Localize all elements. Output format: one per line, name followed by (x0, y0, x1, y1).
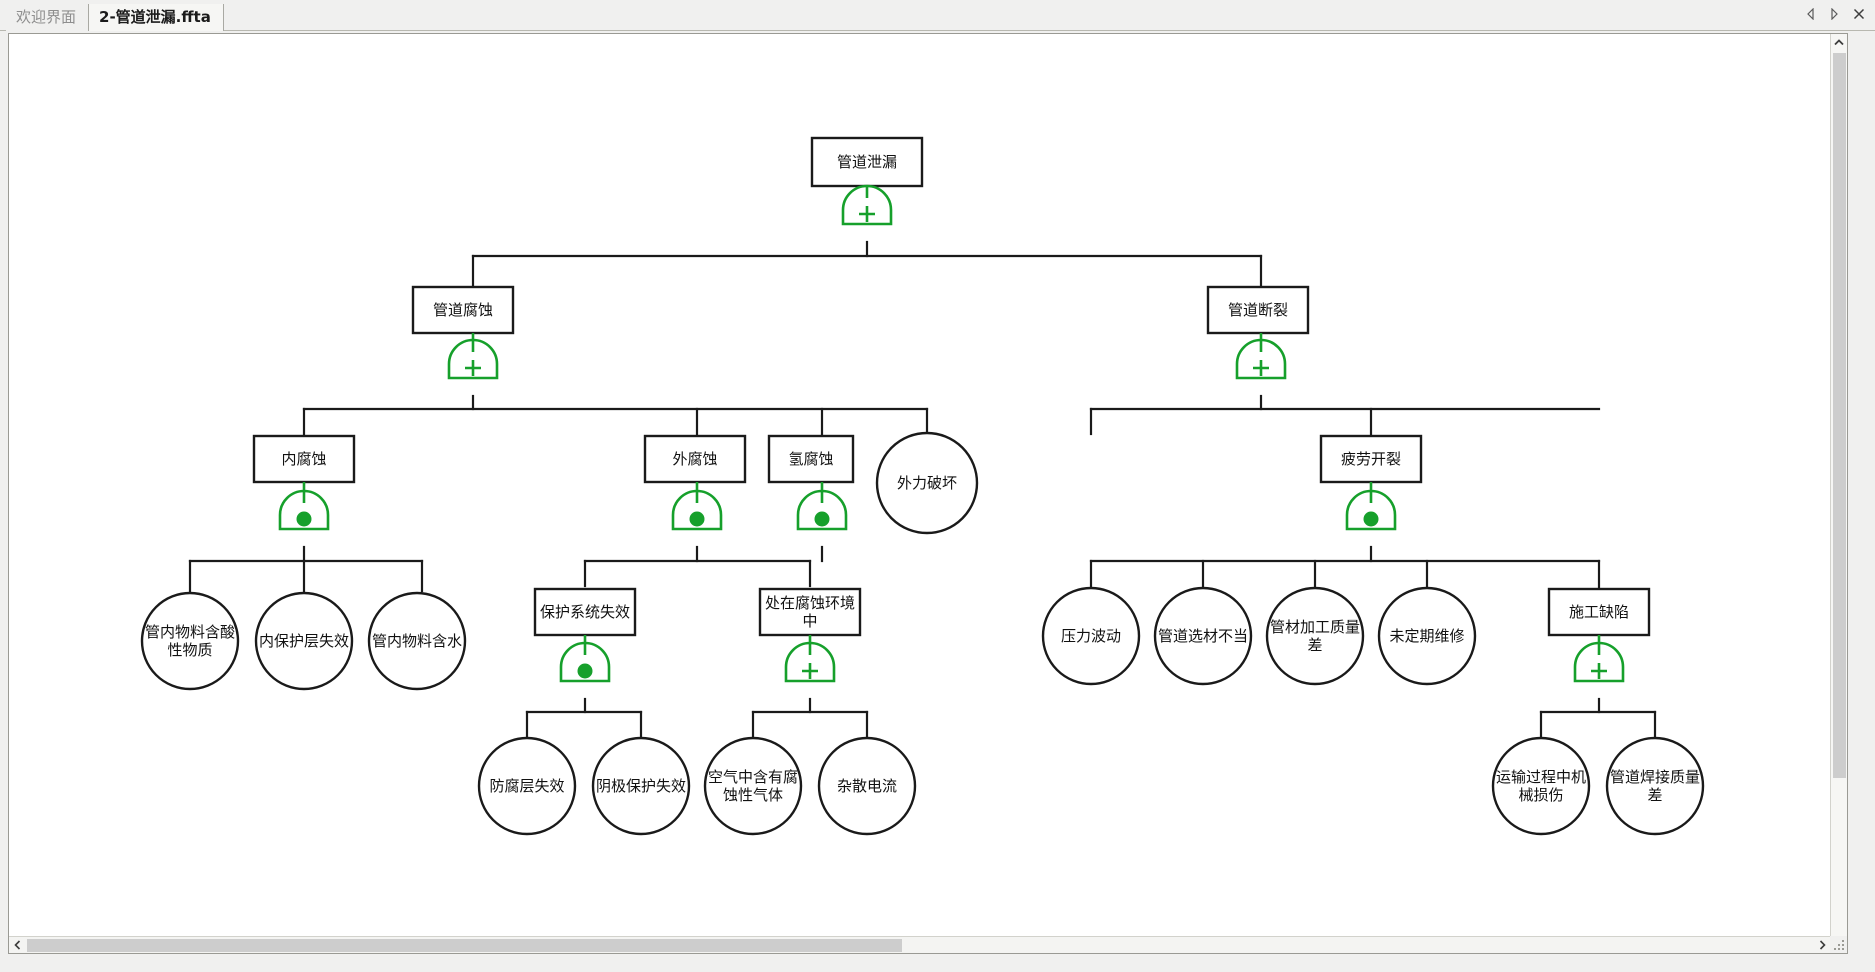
horizontal-scroll-thumb[interactable] (27, 939, 902, 952)
resize-grip-icon[interactable] (1832, 938, 1846, 952)
close-icon[interactable] (1851, 5, 1866, 22)
tab-bar-controls (1803, 5, 1866, 22)
tab-pipeline-leak-ffta[interactable]: 2-管道泄漏.ffta (89, 4, 224, 31)
scroll-right-icon[interactable] (1814, 937, 1830, 953)
scroll-up-icon[interactable] (1831, 34, 1847, 50)
diagram-canvas-frame: 管道泄漏 管道腐蚀 管道断裂 内腐蚀 外腐蚀 氢腐蚀 外力破坏 疲劳开裂 管内物… (8, 33, 1848, 954)
left-triangle-icon[interactable] (1803, 5, 1818, 22)
horizontal-scrollbar[interactable] (9, 936, 1830, 953)
diagram-viewport[interactable]: 管道泄漏 管道腐蚀 管道断裂 内腐蚀 外腐蚀 氢腐蚀 外力破坏 疲劳开裂 管内物… (9, 34, 1830, 919)
fault-tree-graphics (140, 136, 1705, 836)
vertical-scrollbar[interactable] (1830, 34, 1847, 953)
vertical-scroll-thumb[interactable] (1833, 53, 1846, 778)
scroll-left-icon[interactable] (9, 937, 25, 953)
fault-tree-diagram[interactable]: 管道泄漏 管道腐蚀 管道断裂 内腐蚀 外腐蚀 氢腐蚀 外力破坏 疲劳开裂 管内物… (9, 34, 1830, 919)
tab-bar: 欢迎界面 2-管道泄漏.ffta (0, 0, 1875, 31)
tab-welcome[interactable]: 欢迎界面 (6, 4, 90, 31)
tab-strip: 欢迎界面 2-管道泄漏.ffta (6, 0, 224, 31)
right-triangle-icon[interactable] (1827, 5, 1842, 22)
scrollbar-corner (1830, 936, 1847, 953)
